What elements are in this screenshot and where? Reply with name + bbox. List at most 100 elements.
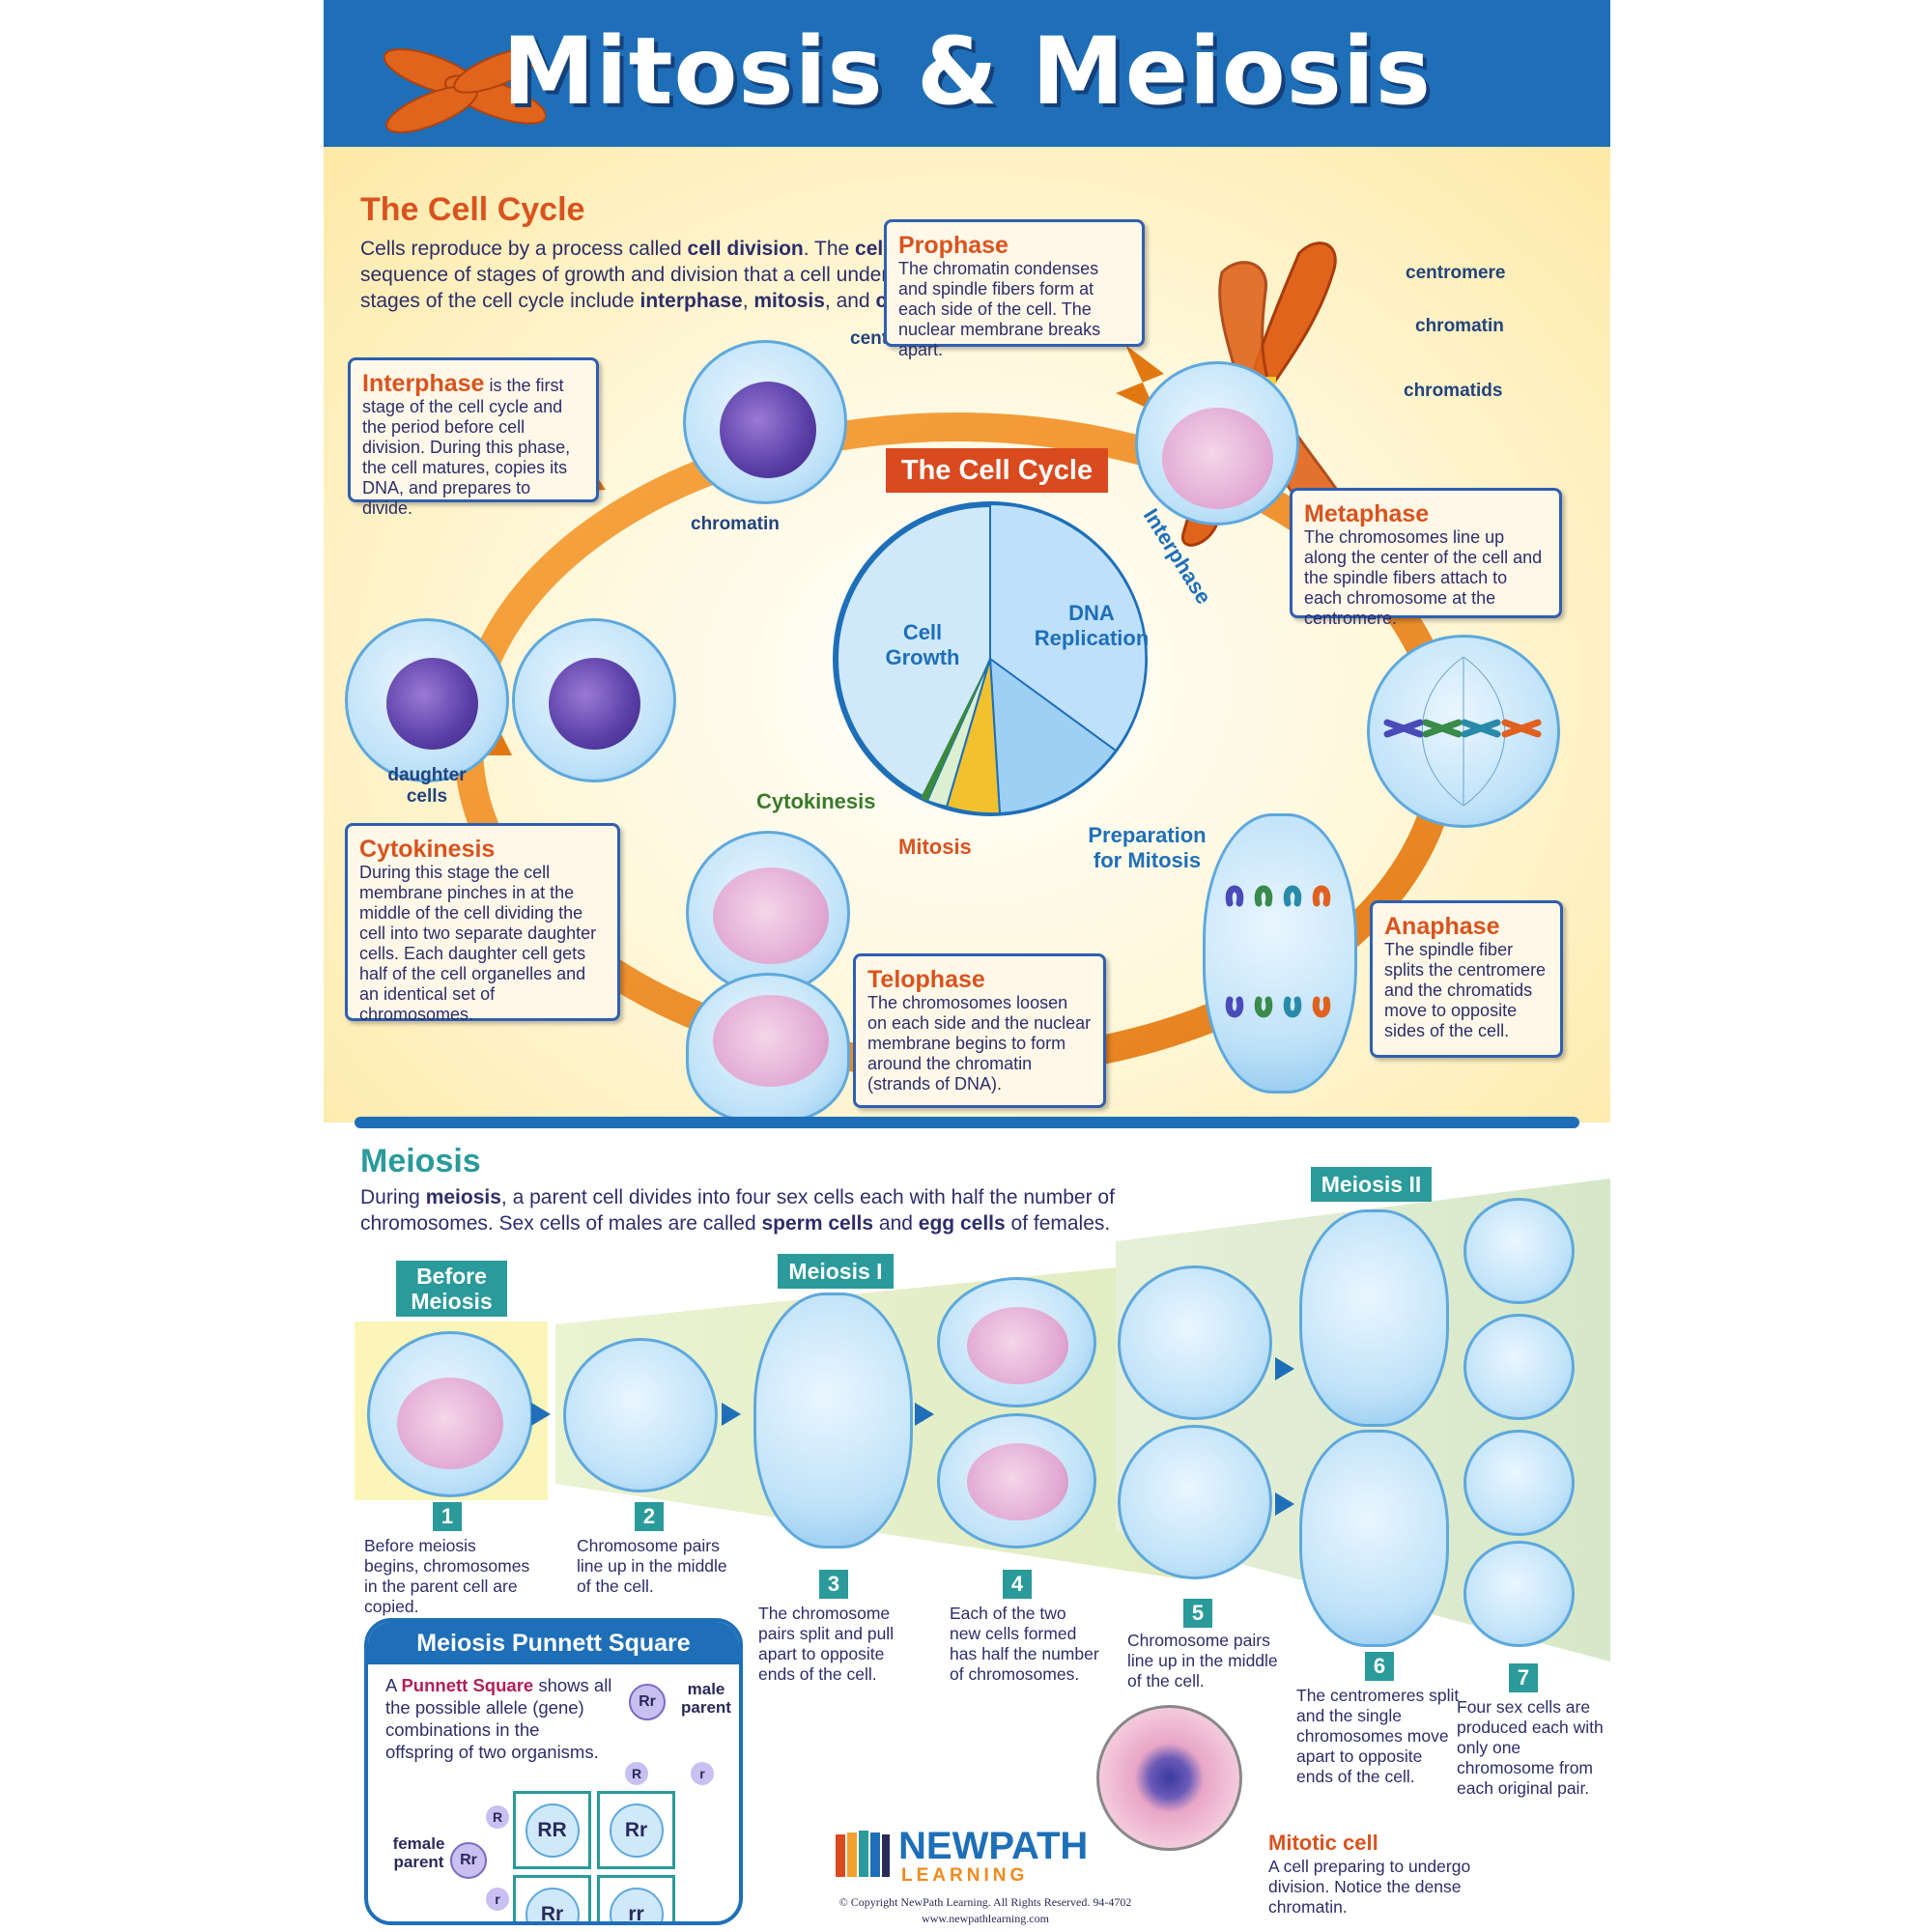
arrow-icon — [915, 1403, 934, 1426]
step-number: 6 — [1365, 1652, 1394, 1681]
cytokinesis-text: During this stage the cell membrane pinc… — [359, 863, 597, 1024]
brand-name: NEWPATH — [898, 1826, 1088, 1866]
daughter-cells-label: daughter cells — [387, 765, 467, 807]
step-text: Each of the two new cells formed has hal… — [950, 1604, 1099, 1684]
meiosis-1-label: Meiosis I — [778, 1254, 894, 1289]
interphase-text: is the first stage of the cell cycle and… — [362, 376, 571, 518]
meiosis-cell-5-bottom — [1118, 1425, 1272, 1579]
cytokinesis-box: Cytokinesis During this stage the cell m… — [345, 823, 620, 1024]
meiosis-cell-5-top — [1118, 1265, 1272, 1420]
meiosis-nucleus — [967, 1443, 1068, 1520]
meiosis-cell-3 — [753, 1293, 913, 1548]
copyright: © Copyright NewPath Learning. All Rights… — [838, 1895, 1132, 1909]
intro-bold: egg cells — [918, 1212, 1006, 1235]
website-url: www.newpathlearning.com — [922, 1912, 1049, 1925]
prophase-nucleus — [1162, 408, 1273, 509]
telophase-nucleus — [713, 995, 829, 1087]
meiosis-cell-4-top — [937, 1277, 1096, 1407]
mitotic-cell-photo — [1096, 1705, 1242, 1851]
step-text: Before meiosis begins, chromosomes in th… — [364, 1536, 530, 1616]
allele-big-left: R — [486, 1805, 509, 1829]
intro-text: , a parent cell divides into four sex ce… — [360, 1186, 1115, 1235]
arrow-icon — [722, 1403, 741, 1426]
step-text: Chromosome pairs line up in the middle o… — [1127, 1631, 1278, 1690]
interphase-title: Interphase — [362, 370, 485, 397]
meiosis-nucleus — [397, 1378, 503, 1469]
metaphase-cell — [1367, 635, 1560, 828]
allele-small-left: r — [486, 1888, 509, 1911]
punnett-genotype: rr — [609, 1887, 664, 1921]
anaphase-box: Anaphase The spindle fiber splits the ce… — [1370, 900, 1563, 1058]
anaphase-cell — [1203, 813, 1357, 1094]
metaphase-text: The chromosomes line up along the center… — [1304, 527, 1543, 628]
intro-text: , — [742, 290, 754, 312]
prophase-cell — [1135, 361, 1299, 526]
interphase-cell — [683, 340, 847, 504]
intro-text: Cells reproduce by a process called — [360, 238, 688, 260]
punnett-cell: Rr — [513, 1875, 591, 1921]
allele-small-top: r — [691, 1762, 714, 1785]
intro-bold: interphase — [639, 290, 743, 312]
poster: Mitosis & Meiosis The Cell Cycle Cells r… — [324, 0, 1610, 1932]
punnett-cell: RR — [513, 1791, 591, 1869]
arrow-icon — [1275, 1492, 1294, 1516]
mitosis-pie-label: Mitosis — [898, 835, 972, 859]
step-number: 1 — [433, 1502, 462, 1531]
sex-cell-1 — [1463, 1198, 1575, 1304]
intro-text: During — [360, 1186, 426, 1208]
cell-cycle-pie — [833, 501, 1148, 816]
preparation-label: Preparation for Mitosis — [1088, 823, 1207, 872]
mitotic-cell-title: Mitotic cell — [1268, 1831, 1378, 1855]
cell-cycle-banner: The Cell Cycle — [886, 448, 1108, 493]
punnett-square-panel: Meiosis Punnett Square A Punnett Square … — [364, 1618, 743, 1925]
female-parent-label: female parent — [392, 1834, 445, 1871]
punnett-text: A Punnett Square shows all the possible … — [385, 1674, 612, 1763]
punnett-cell: rr — [597, 1875, 675, 1921]
meiosis-nucleus — [967, 1307, 1068, 1384]
male-parent-label: male parent — [681, 1680, 731, 1717]
punnett-text-part: A — [385, 1675, 402, 1695]
centromere-label: centromere — [1406, 263, 1506, 283]
intro-bold: mitosis — [753, 290, 825, 312]
step-text: The chromosome pairs split and pull apar… — [758, 1604, 895, 1684]
meiosis-cell-6-bottom — [1299, 1430, 1449, 1647]
arrow-icon — [531, 1403, 551, 1426]
intro-bold: cell division — [687, 238, 804, 260]
intro-text: and — [873, 1212, 919, 1235]
brand-path: PATH — [988, 1825, 1089, 1867]
telophase-text: The chromosomes loosen on each side and … — [867, 993, 1092, 1094]
sex-cell-4 — [1463, 1541, 1575, 1647]
sex-cell-3 — [1463, 1430, 1575, 1536]
sex-cell-2 — [1463, 1314, 1575, 1420]
chromatin-chromosome-label: chromatin — [1415, 316, 1504, 336]
arrow-icon — [1275, 1357, 1294, 1380]
cytokinesis-title: Cytokinesis — [359, 836, 496, 863]
punnett-title: Meiosis Punnett Square — [368, 1622, 739, 1664]
intro-bold: sperm cells — [761, 1212, 874, 1235]
telophase-box: Telophase The chromosomes loosen on each… — [853, 953, 1106, 1108]
metaphase-title: Metaphase — [1304, 500, 1430, 527]
punnett-cell: Rr — [597, 1791, 675, 1869]
brand-new: NEW — [898, 1825, 989, 1867]
mitotic-cell-text: A cell preparing to undergo division. No… — [1268, 1857, 1471, 1917]
telophase-title: Telophase — [867, 966, 985, 993]
page-title: Mitosis & Meiosis — [502, 17, 1432, 126]
chromatin-nucleus — [386, 658, 478, 750]
intro-text: . The — [803, 238, 856, 260]
section-divider — [355, 1117, 1579, 1128]
meiosis-cell-2 — [563, 1338, 718, 1492]
cell-cycle-panel: The Cell Cycle Cells reproduce by a proc… — [324, 147, 1610, 1122]
allele-big-top: R — [625, 1762, 648, 1785]
punnett-genotype: Rr — [525, 1887, 580, 1921]
interphase-box: Interphase is the first stage of the cel… — [348, 357, 599, 518]
anaphase-text: The spindle fiber splits the centromere … — [1384, 940, 1547, 1040]
before-meiosis-label: Before Meiosis — [396, 1261, 507, 1317]
prophase-text: The chromatin condenses and spindle fibe… — [898, 259, 1101, 359]
intro-text: of females. — [1005, 1212, 1111, 1235]
punnett-grid: RR Rr Rr rr — [513, 1791, 675, 1921]
meiosis-cell-6-top — [1299, 1209, 1449, 1427]
metaphase-chromosomes — [1383, 656, 1542, 807]
chromatin-nucleus — [549, 658, 640, 750]
newpath-book-icon — [836, 1831, 890, 1877]
male-parent-allele: Rr — [629, 1684, 666, 1720]
